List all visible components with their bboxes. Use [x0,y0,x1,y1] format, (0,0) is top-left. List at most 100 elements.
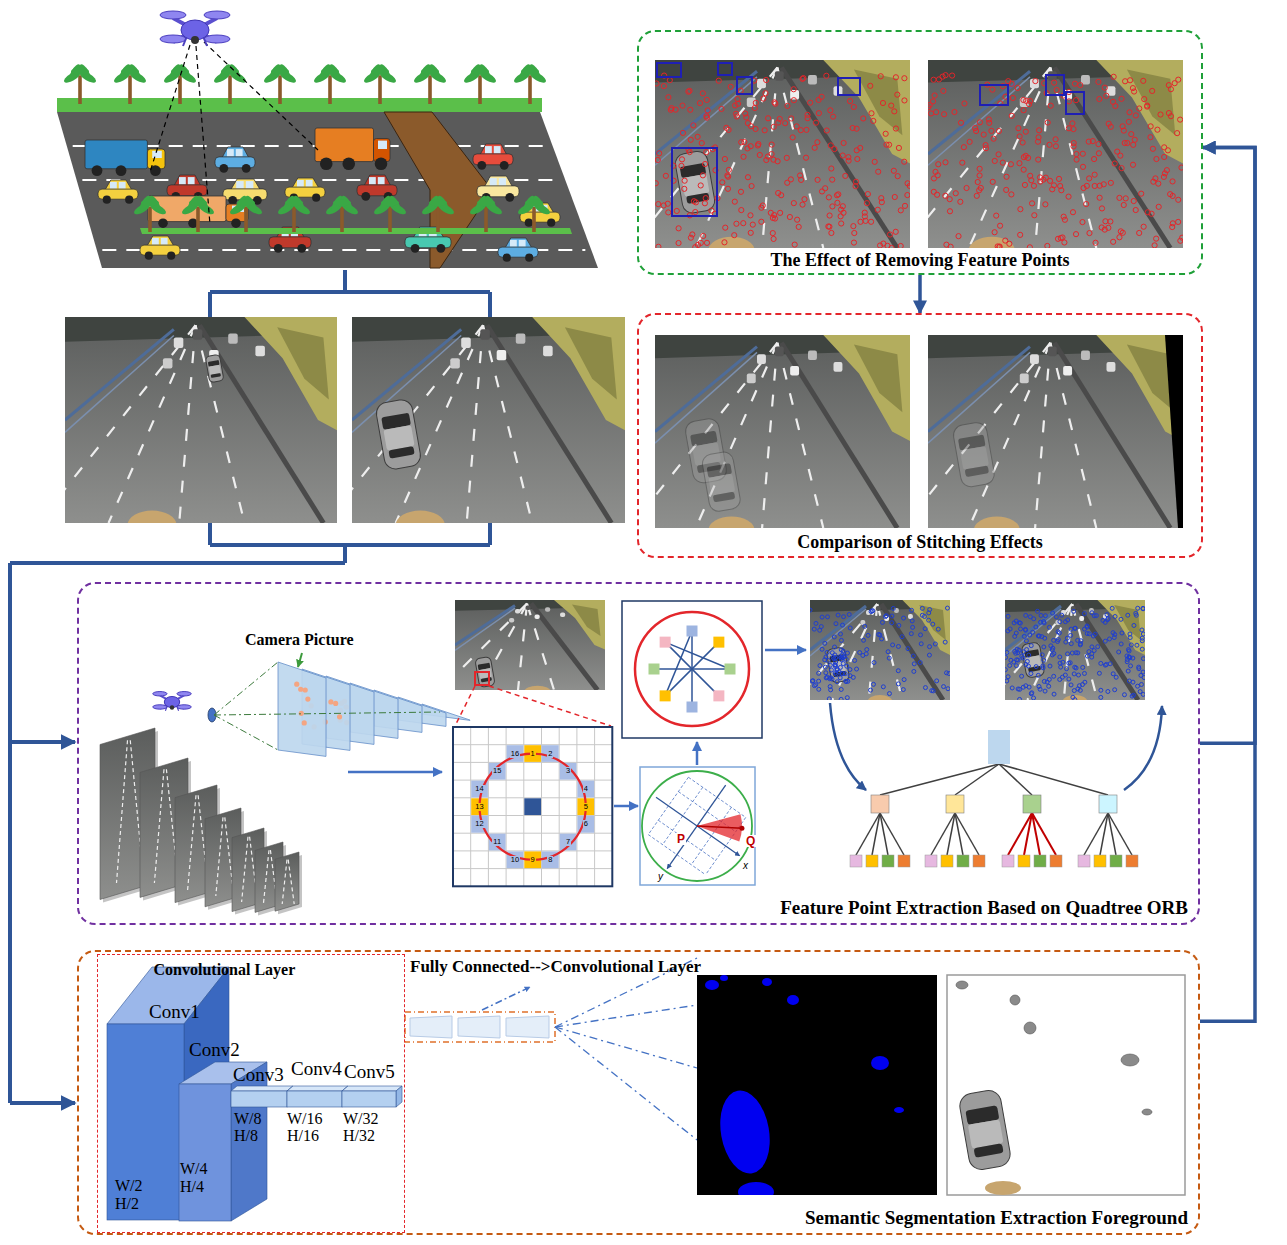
feature-point [1067,661,1071,665]
feature-point [762,128,767,133]
lane-marking [479,604,527,690]
feature-point [739,140,744,145]
feature-point [1168,87,1173,92]
feature-point [1056,630,1060,634]
feature-point [1176,197,1181,202]
feature-point [986,117,991,122]
callout-number: 9 [530,856,536,864]
feature-point [656,244,661,248]
feature-point [812,684,816,688]
feature-point [679,157,684,162]
feature-point [1081,665,1085,669]
feature-point [891,168,896,173]
feature-point [983,146,988,151]
roadside-trees [245,317,338,430]
grid-line [488,727,489,886]
callout-number: 3 [565,767,571,775]
feature-point [1036,157,1041,162]
feature-point [1113,688,1117,692]
feature-point [1040,653,1044,657]
feature-point [1099,688,1103,692]
car [952,421,996,488]
feature-point [1126,648,1130,652]
feature-point [1150,146,1155,151]
feature-point [902,203,907,208]
feature-point [953,191,958,196]
car-body [375,398,423,470]
road-surface [65,317,337,523]
feature-point [1052,638,1056,642]
feature-point [1131,142,1136,147]
feature-point [891,643,895,647]
projected-point [302,720,307,725]
car-window [369,177,376,184]
label-holder: 13 [471,798,489,816]
feature-point [1085,632,1089,636]
feature-point [1111,631,1115,635]
distant-car [545,607,550,612]
palm-leaf [221,68,239,75]
feature-point [1043,202,1048,207]
orientation-vector [697,826,742,828]
feature-point [1133,207,1138,212]
feature-point [810,679,814,683]
feature-point [876,169,881,174]
tree-trunk [436,207,440,232]
feature-point [1047,625,1051,629]
car-window [519,240,526,247]
feature-point [1076,651,1080,655]
tree-trunk [78,75,82,104]
feature-point [1017,134,1022,139]
feature-point [1166,110,1171,115]
feature-point [945,606,949,610]
highlight-box [475,672,489,685]
lane-marking [467,325,483,523]
feature-point [1139,191,1144,196]
label-holder: 4 [577,780,595,798]
feature-point [838,207,843,212]
wire [10,561,345,565]
feature-point [1122,79,1127,84]
feature-point [1024,613,1028,617]
feature-point [1114,675,1118,679]
feature-point [1082,612,1086,616]
layer-name: Conv5 [344,1062,402,1082]
grid-line [523,727,524,886]
mask-blob [871,1056,889,1070]
feature-point [816,97,821,102]
lane-marking [969,68,1051,248]
car [475,656,495,687]
feature-point [1010,95,1015,100]
feature-point [1132,623,1136,627]
sample-pixel [725,664,736,675]
palm-leaf [333,199,351,206]
feature-point [864,652,868,656]
flow-arrow [1200,148,1255,1022]
feature-point [765,116,770,121]
palm-leaf [237,199,255,206]
feature-point [728,84,733,89]
mask-blob [714,1086,776,1177]
median-strip [1076,604,1138,700]
arrow [696,742,699,765]
view-line [150,45,190,172]
feature-point [667,78,672,83]
feature-point [1106,225,1111,230]
feature-point [1096,141,1101,146]
feature-point [791,87,796,92]
feature-point [1036,673,1040,677]
feature-point [1031,183,1036,188]
distant-car [193,329,203,339]
feature-point [845,696,849,700]
feature-point [748,230,753,235]
grid-line [541,727,542,886]
feature-point [1070,210,1075,215]
feature-point [1029,672,1033,676]
feature-point [811,679,815,683]
size-label: W/8 H/8 [234,1110,262,1144]
feature-point [872,661,876,665]
car-wheel [219,164,228,173]
feature-point [1141,632,1145,636]
feature-point [700,91,705,96]
feature-point [1052,692,1056,696]
